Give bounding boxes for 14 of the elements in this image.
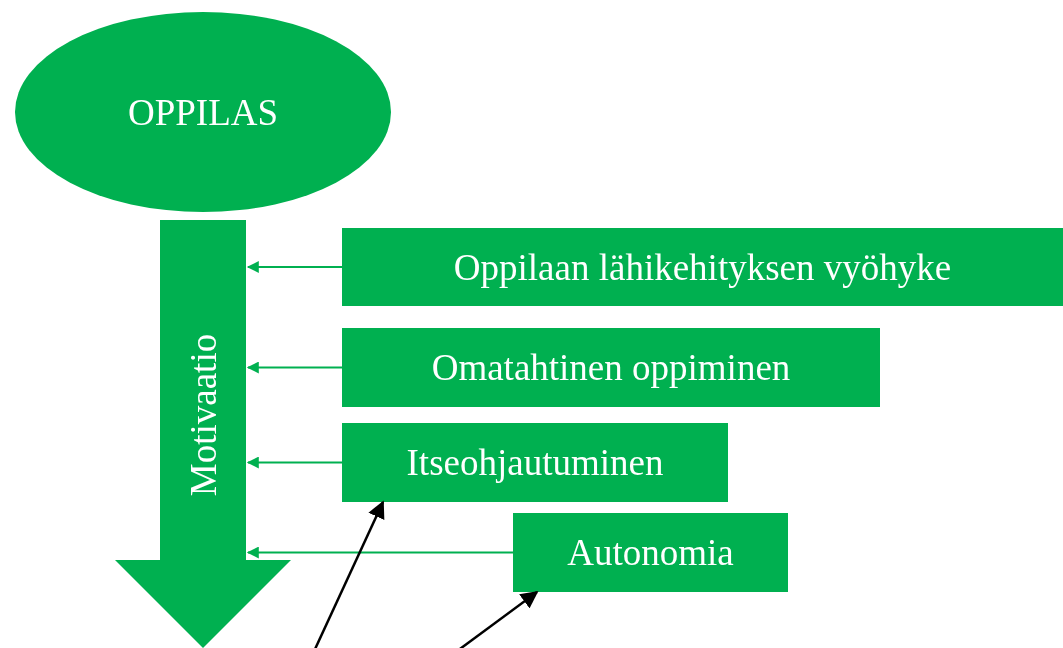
concept-box: [513, 513, 788, 592]
node-label: Omatahtinen oppiminen: [431, 346, 791, 389]
arrow: [246, 261, 343, 273]
concept-box: [342, 228, 1063, 306]
arrow: [246, 546, 514, 559]
concept-box: [342, 423, 728, 502]
node-label: OPPILAS: [127, 90, 279, 134]
concept-box: [342, 328, 880, 407]
node-label: Oppilaan lähikehityksen vyöhyke: [453, 245, 952, 289]
node-label: Autonomia: [567, 531, 734, 574]
node-label: Itseohjautuminen: [406, 441, 664, 484]
arrow: [246, 456, 343, 469]
node-label: Motivaatio: [181, 333, 225, 497]
arrow: [246, 361, 343, 374]
